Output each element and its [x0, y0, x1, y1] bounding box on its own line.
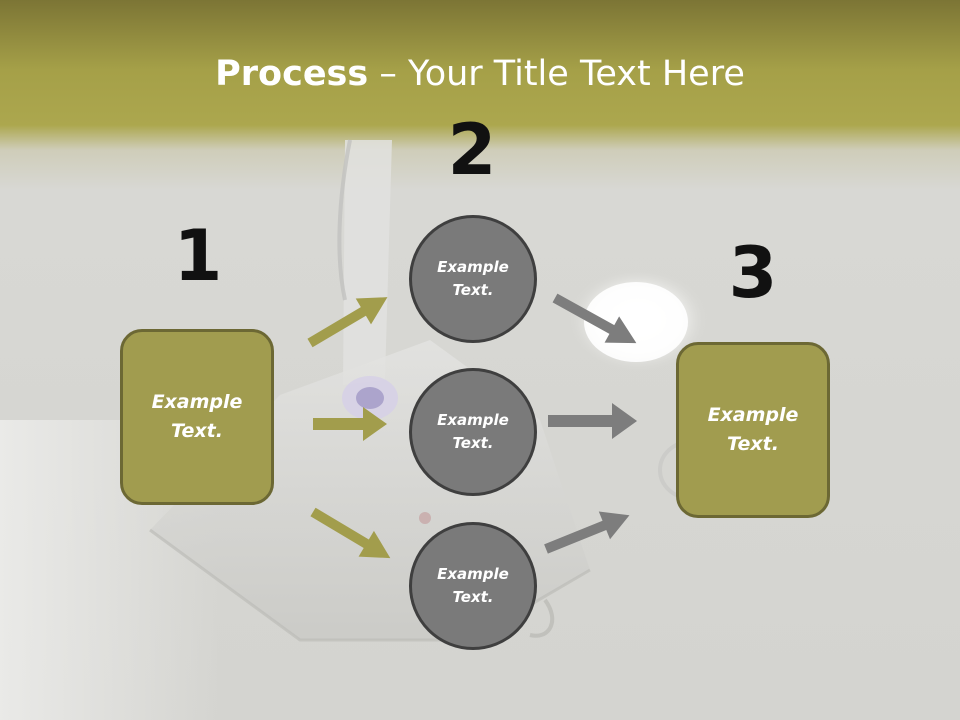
step-1-box-text: Example Text.: [151, 391, 243, 442]
olive-arrow-up: [307, 297, 388, 348]
step-number-3: 3: [728, 232, 778, 314]
step-number-1: 1: [173, 215, 223, 297]
gray-arrow-up: [544, 511, 630, 554]
title-bold: Process: [215, 54, 369, 94]
step-2-circle-middle: Example Text.: [409, 368, 537, 496]
gray-arrow-down: [552, 293, 637, 344]
olive-arrow-down: [310, 507, 391, 559]
title-rest: – Your Title Text Here: [368, 54, 745, 94]
slide-title: Process – Your Title Text Here: [0, 52, 960, 96]
step-2-circle-top: Example Text.: [409, 215, 537, 343]
olive-arrow-right: [313, 407, 387, 441]
step-3-box-text: Example Text.: [707, 404, 799, 455]
step-3-box: Example Text.: [676, 342, 830, 518]
step-number-2: 2: [447, 109, 497, 191]
gray-arrow-right: [548, 403, 637, 439]
step-2-circle-top-text: Example Text.: [437, 258, 509, 299]
step-1-box: Example Text.: [120, 329, 274, 505]
step-2-circle-bottom-text: Example Text.: [437, 565, 509, 606]
step-2-circle-bottom: Example Text.: [409, 522, 537, 650]
step-2-circle-middle-text: Example Text.: [437, 411, 509, 452]
